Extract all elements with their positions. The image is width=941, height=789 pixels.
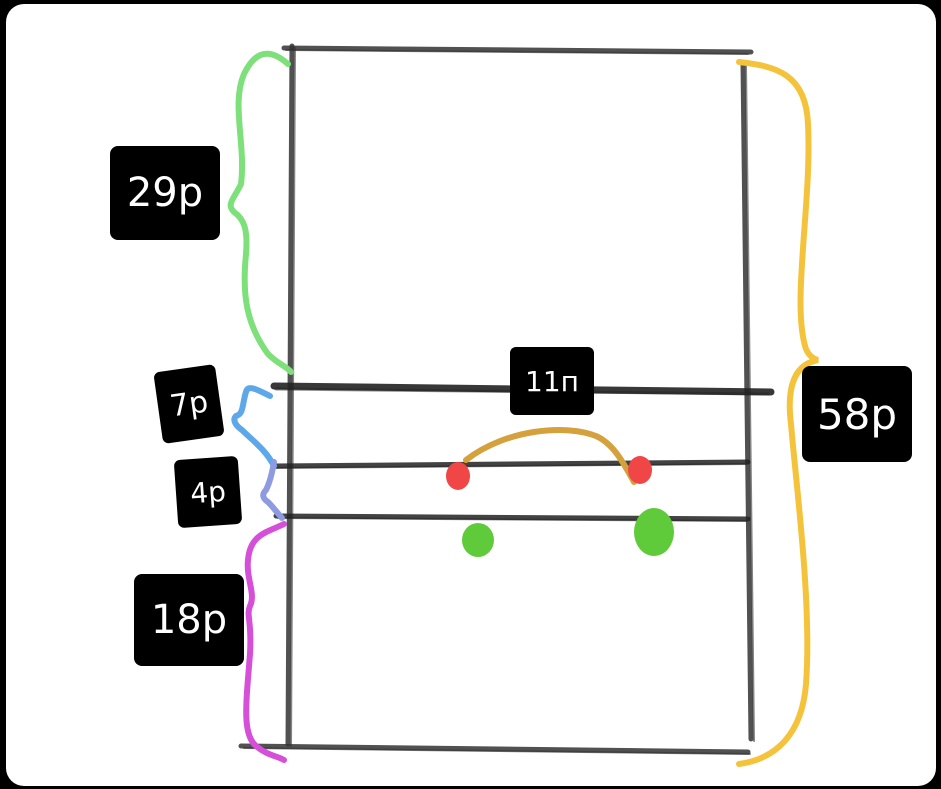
bottom-margin-label: 18p [134,574,244,666]
red-mark-right [628,456,652,484]
blue-brace [231,385,277,469]
yellow-brace [736,59,819,767]
line-gap-label: 4p [173,455,243,529]
line-label: 11п [510,347,594,415]
green-mark-right [634,508,674,556]
green-marks [462,508,674,557]
page-frame [238,43,755,755]
drawing-canvas: 29p 7p 4p 18p 11п 58p [6,4,936,786]
middle-text-line [271,459,751,469]
magenta-brace [243,521,287,763]
red-marks [446,456,652,490]
orange-arc [463,427,637,485]
top-margin-label: 29p [110,146,220,240]
green-mark-left [462,523,494,557]
upper-line-label: 7p [153,364,225,444]
red-mark-left [446,462,470,490]
total-height-label: 58p [802,366,912,462]
sketch-svg [227,43,819,767]
lavender-brace [260,459,285,521]
green-brace [227,50,294,375]
